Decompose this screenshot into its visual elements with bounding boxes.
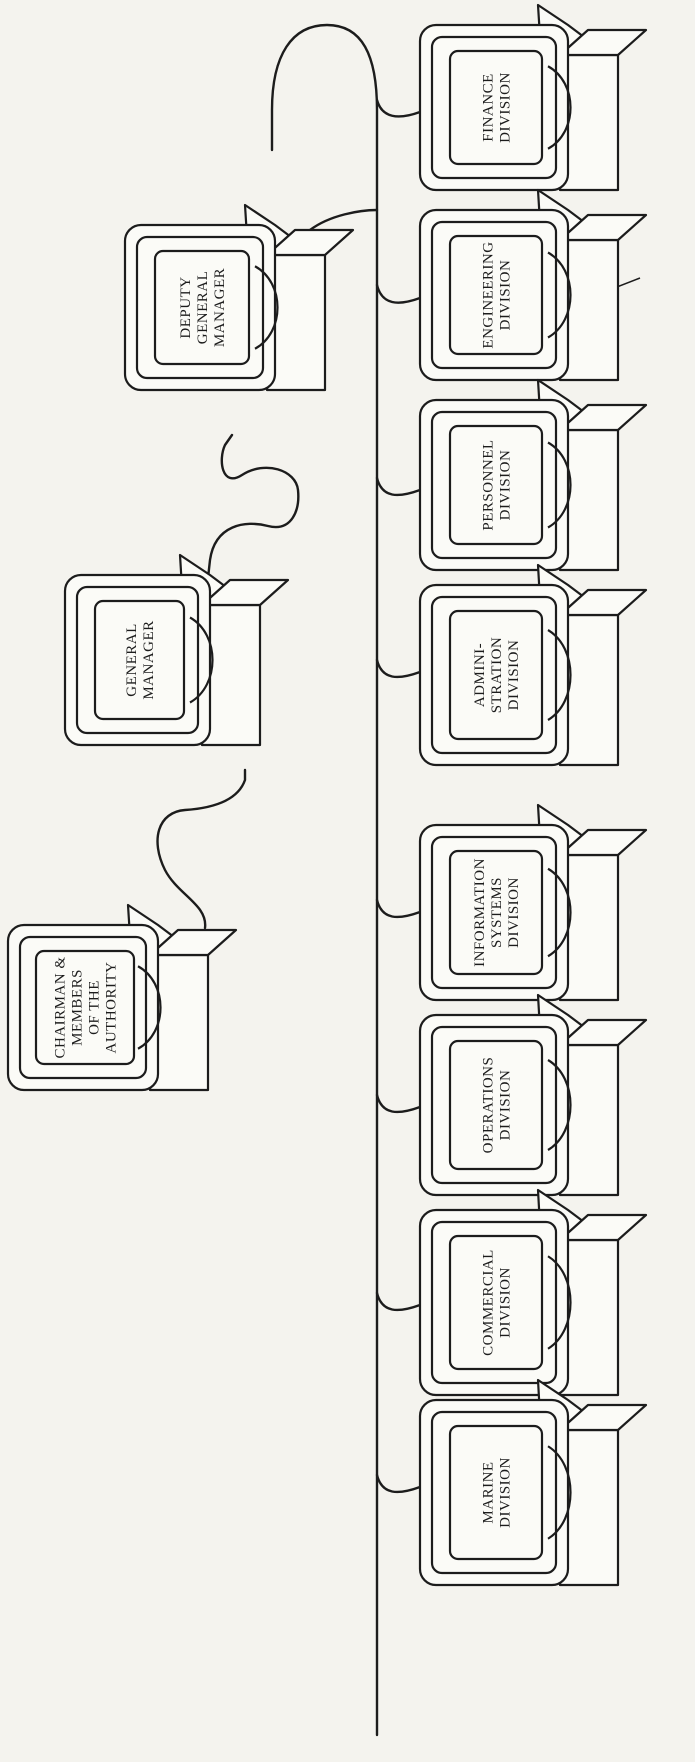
terminal-label: FINANCEDIVISION — [481, 72, 514, 143]
drop-cable-personnel — [377, 478, 420, 495]
terminal-label-line: OPERATIONS — [481, 1057, 497, 1154]
terminal-label-line: DEPUTY — [178, 276, 194, 338]
terminal-label-line: MEMBERS — [70, 969, 86, 1046]
terminal-label-line: PERSONNEL — [481, 439, 497, 530]
terminal-label-line: DIVISION — [506, 640, 522, 711]
terminal-label-line: DIVISION — [498, 1267, 514, 1338]
terminal-label-line: DIVISION — [498, 72, 514, 143]
terminal-label: DEPUTYGENERALMANAGER — [178, 268, 228, 347]
terminal-label-line: ENGINEERING — [481, 241, 497, 348]
cable-chairman-to-general-manager — [158, 770, 245, 928]
terminal-label-line: CHAIRMAN & — [53, 956, 69, 1058]
terminal-label-line: MANAGER — [212, 268, 228, 347]
terminal-label-line: FINANCE — [481, 73, 497, 142]
terminal-label-line: ADMINI- — [472, 643, 488, 707]
terminal-label-line: DIVISION — [498, 1070, 514, 1141]
terminal-label-line: STRATION — [489, 637, 505, 714]
drop-cable-administration — [377, 660, 420, 677]
terminal-label-line: INFORMATION — [472, 858, 488, 967]
terminal-label-line: DIVISION — [506, 877, 522, 948]
drop-cable-commercial — [377, 1293, 420, 1310]
terminal-label-line: SYSTEMS — [489, 877, 505, 948]
terminal-label-line: DIVISION — [498, 260, 514, 331]
drop-cable-finance — [377, 100, 420, 116]
terminal-label-line: OF THE — [87, 980, 103, 1035]
terminals-group: CHAIRMAN &MEMBERSOF THEAUTHORITYGENERALM… — [8, 5, 646, 1585]
drop-cable-engineering — [377, 285, 420, 303]
terminal-label-line: DIVISION — [498, 1457, 514, 1528]
terminal-label-line: MARINE — [481, 1461, 497, 1523]
terminal-label-line: AUTHORITY — [104, 962, 120, 1054]
drop-cable-operations — [377, 1095, 420, 1112]
terminal-label-line: DIVISION — [498, 450, 514, 521]
drop-cable-marine — [377, 1475, 420, 1492]
terminal-label-line: COMMERCIAL — [481, 1249, 497, 1356]
terminal-label-line: GENERAL — [124, 623, 140, 697]
drop-cable-information-systems — [377, 900, 420, 917]
terminal-label-line: GENERAL — [195, 271, 211, 345]
terminal-label-line: MANAGER — [141, 620, 157, 699]
